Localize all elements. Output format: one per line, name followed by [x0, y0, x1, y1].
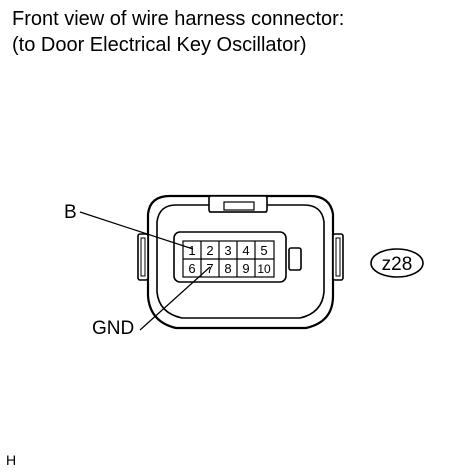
pin-label: 8: [224, 261, 231, 276]
pin-label: 1: [188, 243, 195, 258]
connector-key: [288, 247, 302, 271]
callout-gnd-leader: [139, 266, 211, 331]
caption-line-1: Front view of wire harness connector:: [12, 8, 345, 30]
connector-latch-inner: [223, 201, 255, 211]
pin-label: 4: [242, 243, 249, 258]
pin-label: 6: [188, 261, 195, 276]
pin-label: 3: [224, 243, 231, 258]
pin-label: 9: [242, 261, 249, 276]
pin-grid: [182, 240, 275, 278]
corner-mark: H: [6, 452, 17, 468]
callout-gnd-label: GND: [92, 318, 134, 339]
pin-label: 2: [206, 243, 213, 258]
pin-labels-row-1: 1 2 3 4 5: [188, 243, 267, 258]
right-rib-inner: [335, 237, 341, 277]
callout-b-label: B: [64, 202, 77, 223]
pin-label: 5: [260, 243, 267, 258]
caption-line-2: (to Door Electrical Key Oscillator): [12, 34, 307, 56]
code-badge-outline: [370, 248, 424, 278]
left-rib-inner: [140, 237, 146, 277]
diagram-caption: Front view of wire harness connector: (t…: [12, 6, 344, 58]
pin-label: 10: [257, 262, 271, 276]
pin-labels-row-2: 6 7 8 9 10: [188, 261, 271, 276]
code-badge-text: z28: [382, 254, 413, 275]
callout-b-leader: [79, 211, 194, 250]
pin-label: 7: [206, 261, 213, 276]
